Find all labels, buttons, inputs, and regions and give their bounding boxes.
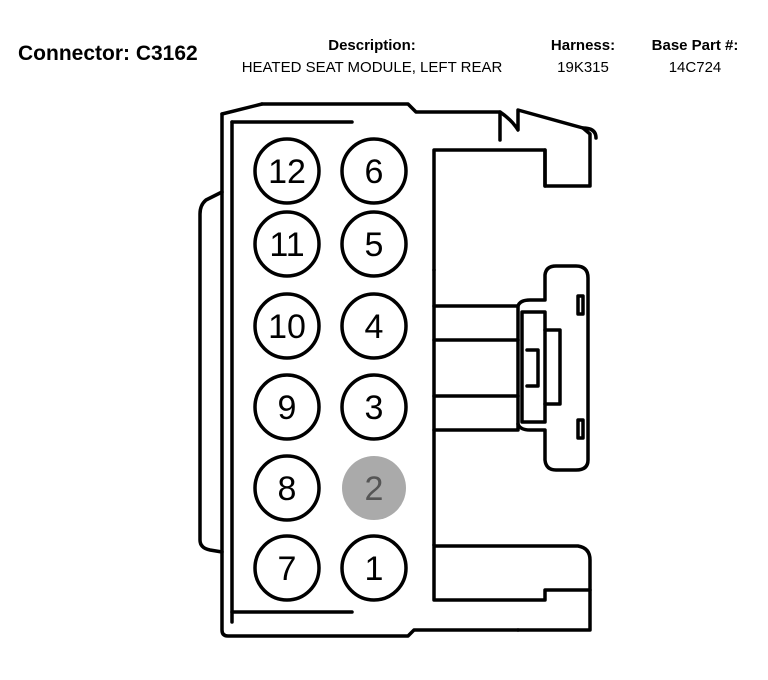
pin-circle: [253, 210, 321, 278]
pin-number: 12: [268, 153, 306, 191]
pin-circle: [340, 373, 408, 441]
pin-12: 12: [253, 137, 321, 205]
base-part-label: Base Part #:: [651, 37, 739, 54]
pin-8: 8: [253, 454, 321, 522]
pin-number: 2: [365, 470, 384, 508]
pin-number: 4: [365, 308, 384, 346]
pin-number: 3: [365, 389, 384, 427]
pin-1: 1: [340, 534, 408, 602]
connector-housing: [198, 102, 598, 638]
pin-circle: [253, 292, 321, 360]
base-part-column: Base Part #: 14C724: [640, 35, 750, 79]
pin-number: 1: [365, 550, 384, 588]
pin-circle: [340, 534, 408, 602]
pin-9: 9: [253, 373, 321, 441]
base-part-value: 14C724: [668, 59, 722, 76]
pin-6: 6: [340, 137, 408, 205]
pin-2: 2: [342, 456, 406, 520]
description-label: Description:: [328, 37, 416, 54]
pin-4: 4: [340, 292, 408, 360]
pin-11: 11: [253, 210, 321, 278]
pin-number: 5: [365, 226, 384, 264]
pin-number: 8: [278, 470, 297, 508]
description-column: Description: HEATED SEAT MODULE, LEFT RE…: [222, 35, 522, 79]
description-value: HEATED SEAT MODULE, LEFT REAR: [241, 59, 503, 76]
pin-number: 6: [365, 153, 384, 191]
harness-label: Harness:: [550, 37, 616, 54]
pin-grid: 12 6 11 5 10 4 9 3 8 2 7 1: [253, 137, 408, 602]
pin-circle: [253, 137, 321, 205]
pin-number: 9: [278, 389, 297, 427]
pin-3: 3: [340, 373, 408, 441]
pin-circle: [340, 137, 408, 205]
pin-number: 10: [268, 308, 306, 346]
pin-number: 7: [278, 550, 297, 588]
harness-value: 19K315: [557, 59, 609, 76]
pin-7: 7: [253, 534, 321, 602]
connector-title: Connector: C3162: [18, 42, 198, 65]
pin-circle: [253, 534, 321, 602]
harness-column: Harness: 19K315: [540, 35, 626, 79]
pin-circle: [340, 210, 408, 278]
pin-circle: [340, 292, 408, 360]
pin-circle: [253, 373, 321, 441]
pin-circle: [342, 456, 406, 520]
pin-10: 10: [253, 292, 321, 360]
pin-circle: [253, 454, 321, 522]
pin-number: 11: [269, 226, 304, 264]
pin-5: 5: [340, 210, 408, 278]
